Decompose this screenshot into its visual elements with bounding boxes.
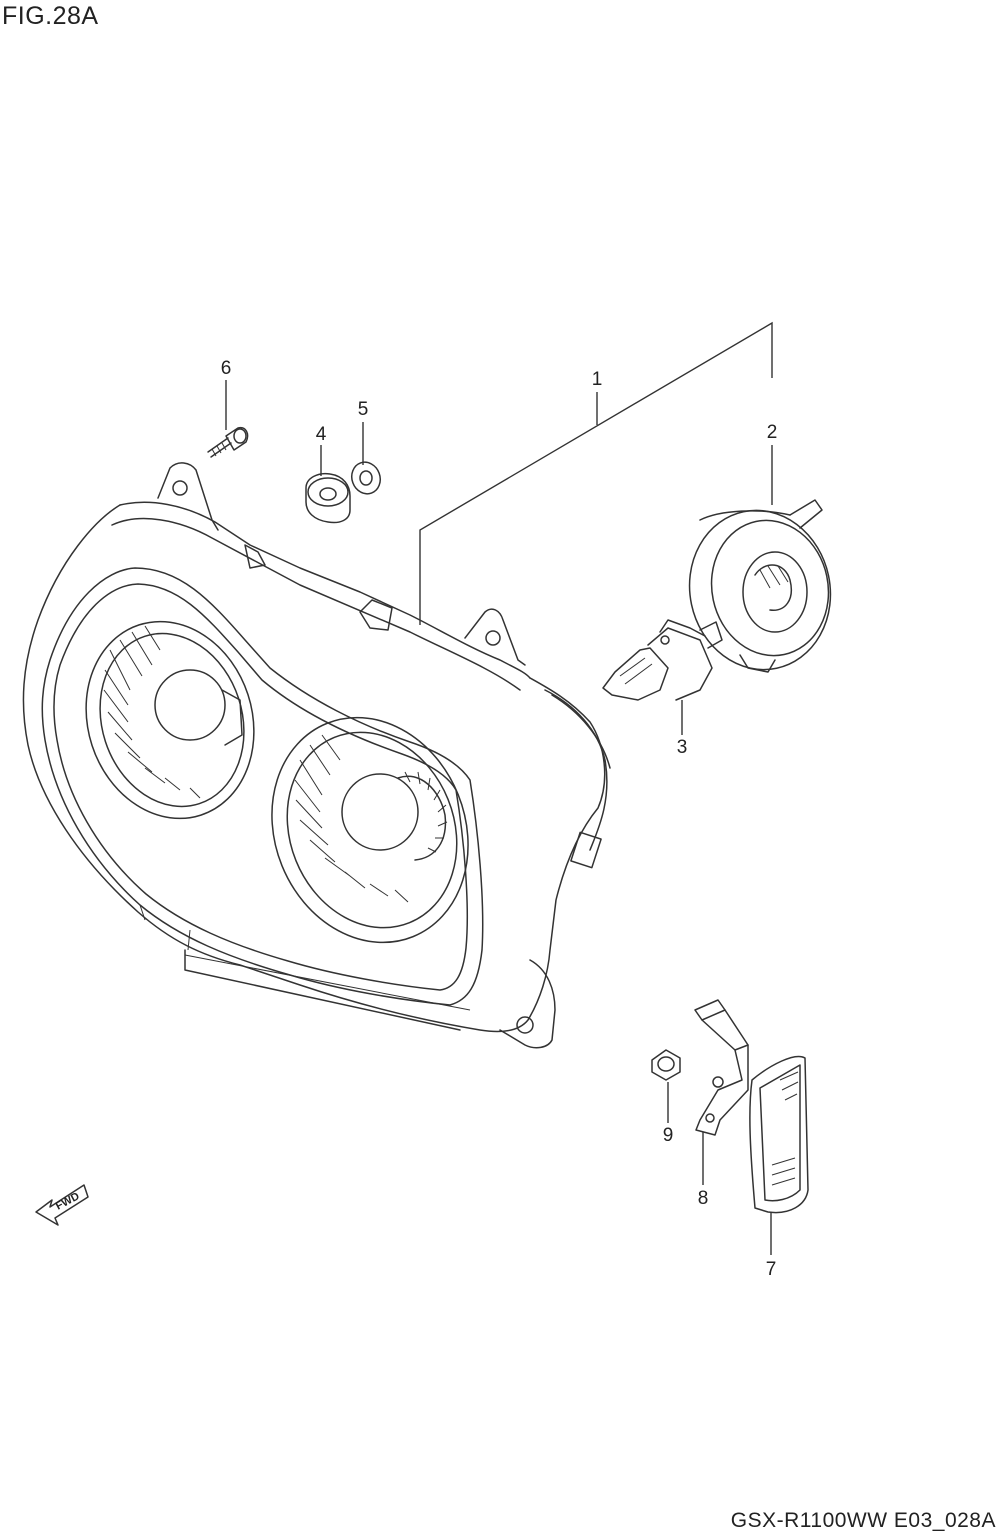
- reflector-bracket[interactable]: [694, 999, 749, 1136]
- diagram-code: GSX-R1100WW E03_028A: [730, 1509, 996, 1532]
- callout-labels: 1 2 3 4 5 6 7 8 9: [221, 358, 778, 1280]
- screw[interactable]: [207, 426, 249, 458]
- headlight-bulb[interactable]: [602, 619, 723, 701]
- nut[interactable]: [651, 1049, 681, 1081]
- washer[interactable]: [347, 458, 384, 498]
- callout-6: 6: [221, 358, 232, 379]
- side-reflector[interactable]: [749, 1055, 809, 1214]
- callout-3: 3: [677, 737, 688, 758]
- callout-8: 8: [698, 1188, 709, 1209]
- headlight-assembly[interactable]: [22, 462, 611, 1049]
- bulb-socket-cover[interactable]: [675, 497, 845, 683]
- callout-1: 1: [592, 369, 603, 390]
- callout-5: 5: [358, 399, 369, 420]
- leader-lines: [225, 321, 773, 1255]
- callout-9: 9: [663, 1125, 674, 1146]
- figure-title: FIG.28A: [2, 2, 99, 30]
- forward-direction-arrow: FWD: [35, 1184, 89, 1226]
- cushion[interactable]: [305, 472, 351, 524]
- callout-7: 7: [766, 1259, 777, 1280]
- callout-4: 4: [316, 424, 327, 445]
- callout-2: 2: [767, 422, 778, 443]
